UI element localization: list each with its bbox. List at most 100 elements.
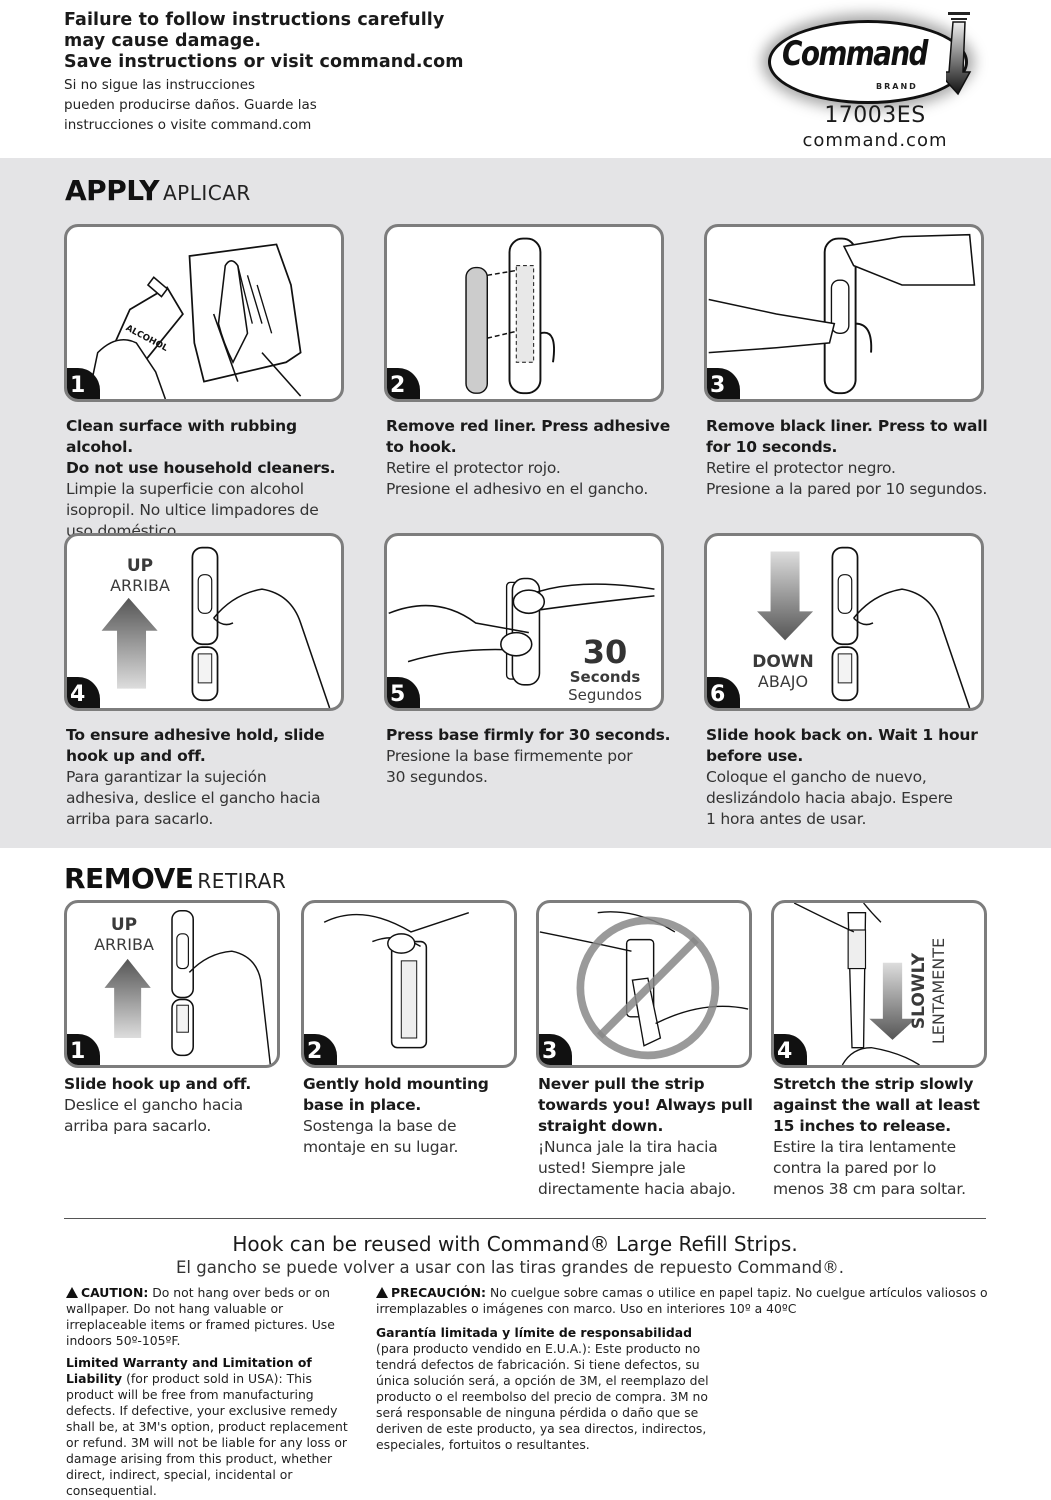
apply-step-6-illustration: DOWN ABAJO 6 xyxy=(704,533,984,711)
step-en-line: Remove red liner. Press adhesive xyxy=(386,417,671,435)
remove-title-es: RETIRAR xyxy=(197,869,287,893)
step-en-line: Stretch the strip slowly xyxy=(773,1075,974,1093)
remove-step-2-text: Gently hold mounting base in place. Sost… xyxy=(303,1074,528,1158)
prohibited-icon xyxy=(576,916,720,1060)
step-en-line: To ensure adhesive hold, slide xyxy=(66,726,325,744)
seconds-count: 30 xyxy=(582,633,628,671)
step-number-badge: 1 xyxy=(67,368,100,399)
remove-title-en: REMOVE xyxy=(64,862,194,895)
apply-step-3-text: Remove black liner. Press to wall for 10… xyxy=(706,416,1006,500)
apply-step-2-text: Remove red liner. Press adhesive to hook… xyxy=(386,416,686,500)
step-number-badge: 4 xyxy=(774,1034,807,1065)
precaucion-label: PRECAUCIÓN: xyxy=(391,1285,487,1300)
label-es: ARRIBA xyxy=(94,935,154,954)
step-es-line: adhesiva, deslice el gancho hacia xyxy=(66,789,321,807)
label-en: UP xyxy=(126,556,154,576)
step-es-line: Estire la tira lentamente xyxy=(773,1138,956,1156)
direction-label: SLOWLY LENTAMENTE xyxy=(904,921,964,1051)
step-en-line: against the wall at least xyxy=(773,1096,980,1114)
label-en: Seconds xyxy=(569,668,641,686)
step-en-line: straight down. xyxy=(538,1117,664,1135)
reuse-note-es: El gancho se puede volver a usar con las… xyxy=(175,1258,845,1277)
apply-step-5-text: Press base firmly for 30 seconds. Presio… xyxy=(386,725,686,788)
step-number-badge: 1 xyxy=(67,1034,100,1065)
adhesive-to-hook-illustration xyxy=(465,237,555,395)
warning-en-line-3: Save instructions or visit command.com xyxy=(64,52,464,72)
press-to-wall-illustration xyxy=(708,233,976,395)
warning-en-line-1: Failure to follow instructions carefully xyxy=(64,10,445,30)
timer-label: 30 Seconds Segundos xyxy=(555,636,655,704)
step-en-line: Clean surface with rubbing alcohol. xyxy=(66,417,297,456)
step-number-badge: 3 xyxy=(539,1034,572,1065)
hold-base-illustration xyxy=(323,911,470,1049)
step-es-line: directamente hacia abajo. xyxy=(538,1180,736,1198)
label-es: ABAJO xyxy=(757,672,809,691)
caution-label: CAUTION: xyxy=(81,1285,149,1300)
remove-step-4-illustration: SLOWLY LENTAMENTE 4 xyxy=(771,900,987,1068)
step-en-line: Press base firmly for 30 seconds. xyxy=(386,726,671,744)
caution-text: Do not hang over beds or on wallpaper. D… xyxy=(66,1285,335,1348)
label-en: SLOWLY xyxy=(909,952,929,1030)
remove-step-2-illustration: 2 xyxy=(301,900,517,1068)
step-en-line: Remove black liner. Press to wall xyxy=(706,417,988,435)
apply-step-3-illustration: 3 xyxy=(704,224,984,402)
warning-en-line-2: may cause damage. xyxy=(64,31,262,51)
label-en: UP xyxy=(110,915,138,935)
label-en: DOWN xyxy=(752,652,814,672)
alcohol-cleaning-illustration: ALCOHOL xyxy=(87,243,302,399)
step-es-line: 1 hora antes de usar. xyxy=(706,810,867,828)
caution-es: PRECAUCIÓN: No cuelgue sobre camas o uti… xyxy=(376,1285,991,1317)
up-arrow-icon xyxy=(101,597,158,689)
step-es-line: Coloque el gancho de nuevo, xyxy=(706,768,927,786)
remove-step-3-illustration: 3 xyxy=(536,900,752,1068)
step-es-line: Limpie la superficie con alcohol xyxy=(66,480,304,498)
step-es-line: Presione la base firmemente por xyxy=(386,747,633,765)
warning-es-line-1: Si no sigue las instrucciones xyxy=(64,77,256,93)
do-not-pull-illustration xyxy=(539,911,749,1060)
garantia-text: (para producto vendido en E.U.A.): Este … xyxy=(376,1341,709,1452)
step-es-line: menos 38 cm para soltar. xyxy=(773,1180,966,1198)
apply-title-en: APPLY xyxy=(65,174,159,207)
step-es-line: Deslice el gancho hacia xyxy=(64,1096,243,1114)
caution-en: CAUTION: Do not hang over beds or on wal… xyxy=(66,1285,351,1349)
hook-arrow-icon xyxy=(946,12,972,96)
remove-step-1-text: Slide hook up and off. Deslice el gancho… xyxy=(64,1074,289,1137)
logo-oval xyxy=(768,20,968,104)
warranty-label: Limited Warranty and Limitation of Liabi… xyxy=(66,1355,312,1386)
apply-step-2-illustration: 2 xyxy=(384,224,664,402)
direction-label: UP ARRIBA xyxy=(89,915,159,955)
step-es-line: deslizándolo hacia abajo. Espere xyxy=(706,789,953,807)
reuse-note-en: Hook can be reused with Command® Large R… xyxy=(232,1232,798,1256)
direction-label: DOWN ABAJO xyxy=(743,652,823,692)
command-logo: Command BRAND xyxy=(760,8,990,153)
apply-title-es: APLICAR xyxy=(162,181,251,205)
step-es-line: arriba para sacarlo. xyxy=(66,810,214,828)
step-es-line: contra la pared por lo xyxy=(773,1159,937,1177)
warranty-es: Garantía limitada y límite de responsabi… xyxy=(376,1325,721,1453)
apply-step-4-text: To ensure adhesive hold, slide hook up a… xyxy=(66,725,366,830)
step-es-line: Presione el adhesivo en el gancho. xyxy=(386,480,649,498)
step-en-line: before use. xyxy=(706,747,804,765)
slide-up-illustration xyxy=(101,546,331,708)
website-link[interactable]: command.com xyxy=(802,130,948,151)
step-en-line: towards you! Always pull xyxy=(538,1096,753,1114)
label-es: LENTAMENTE xyxy=(929,937,948,1045)
step-en-line: hook up and off. xyxy=(66,747,206,765)
precaucion-text: No cuelgue sobre camas o utilice en pape… xyxy=(376,1285,988,1316)
slide-up-illustration xyxy=(104,909,272,1065)
warranty-text: (for product sold in USA): This product … xyxy=(66,1371,348,1498)
apply-step-4-illustration: UP ARRIBA 4 xyxy=(64,533,344,711)
slide-down-illustration xyxy=(757,546,971,708)
warning-triangle-icon xyxy=(66,1287,78,1298)
step-es-line: Para garantizar la sujeción xyxy=(66,768,267,786)
logo-wordmark: Command xyxy=(782,34,928,74)
step-es-line: arriba para sacarlo. xyxy=(64,1117,212,1135)
step-es-line: Retire el protector negro. xyxy=(706,459,896,477)
label-es: Segundos xyxy=(568,686,642,704)
step-es-line: Presione a la pared por 10 segundos. xyxy=(706,480,988,498)
step-en-line: Slide hook up and off. xyxy=(64,1075,252,1093)
step-en-line: 15 inches to release. xyxy=(773,1117,951,1135)
step-es-line: montaje en su lugar. xyxy=(303,1138,459,1156)
direction-label: UP ARRIBA xyxy=(105,556,175,596)
